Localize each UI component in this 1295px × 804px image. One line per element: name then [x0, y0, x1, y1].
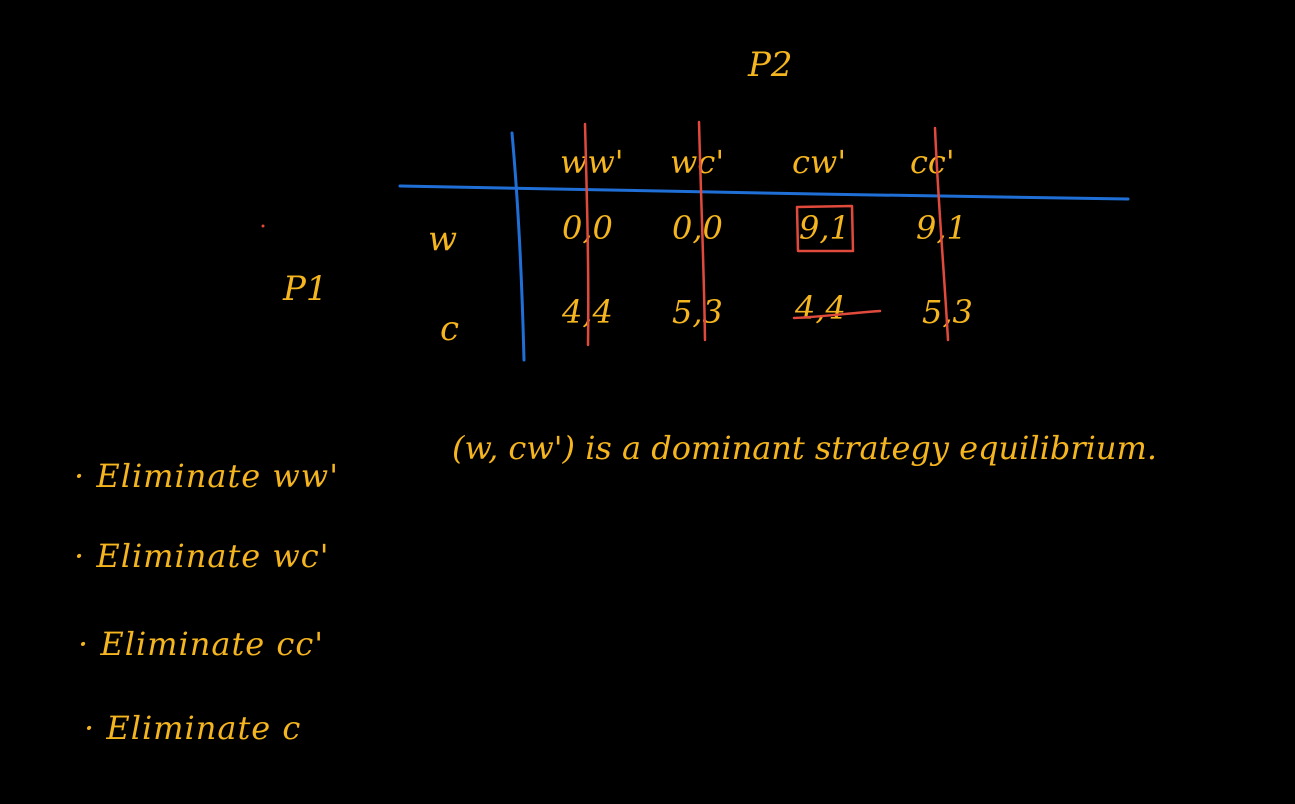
column-player-label: P2 — [748, 45, 793, 85]
col-header-wc: wc' — [670, 143, 725, 181]
step-eliminate-wc: · Eliminate wc' — [74, 537, 330, 575]
step-eliminate-cc: · Eliminate cc' — [78, 625, 325, 663]
equilibrium-highlight-box — [795, 204, 855, 253]
col-header-ww: ww' — [560, 143, 624, 181]
strike-col-wc — [697, 120, 707, 342]
table-horizontal-line — [398, 184, 1130, 201]
stray-mark — [261, 224, 265, 228]
col-header-cw: cw' — [792, 143, 847, 181]
step-eliminate-ww: · Eliminate ww' — [74, 457, 339, 495]
row-header-w: w — [428, 219, 458, 259]
equilibrium-conclusion: (w, cw') is a dominant strategy equilibr… — [452, 429, 1157, 467]
row-player-label: P1 — [283, 269, 328, 309]
row-header-c: c — [440, 309, 460, 349]
payoff-c-wc: 5,3 — [672, 293, 723, 331]
step-text: Eliminate ww' — [96, 457, 339, 495]
strike-col-cc — [933, 126, 950, 342]
payoff-w-cw: 9,1 — [799, 209, 850, 247]
payoff-w-wc: 0,0 — [672, 209, 723, 247]
step-eliminate-c: · Eliminate c — [84, 709, 302, 747]
step-text: Eliminate c — [106, 709, 302, 747]
strike-col-ww — [583, 122, 590, 347]
col-header-cc: cc' — [910, 143, 955, 181]
strike-cell-c-cw — [792, 309, 882, 320]
step-text: Eliminate cc' — [100, 625, 325, 663]
table-vertical-line — [510, 131, 526, 362]
step-text: Eliminate wc' — [96, 537, 330, 575]
